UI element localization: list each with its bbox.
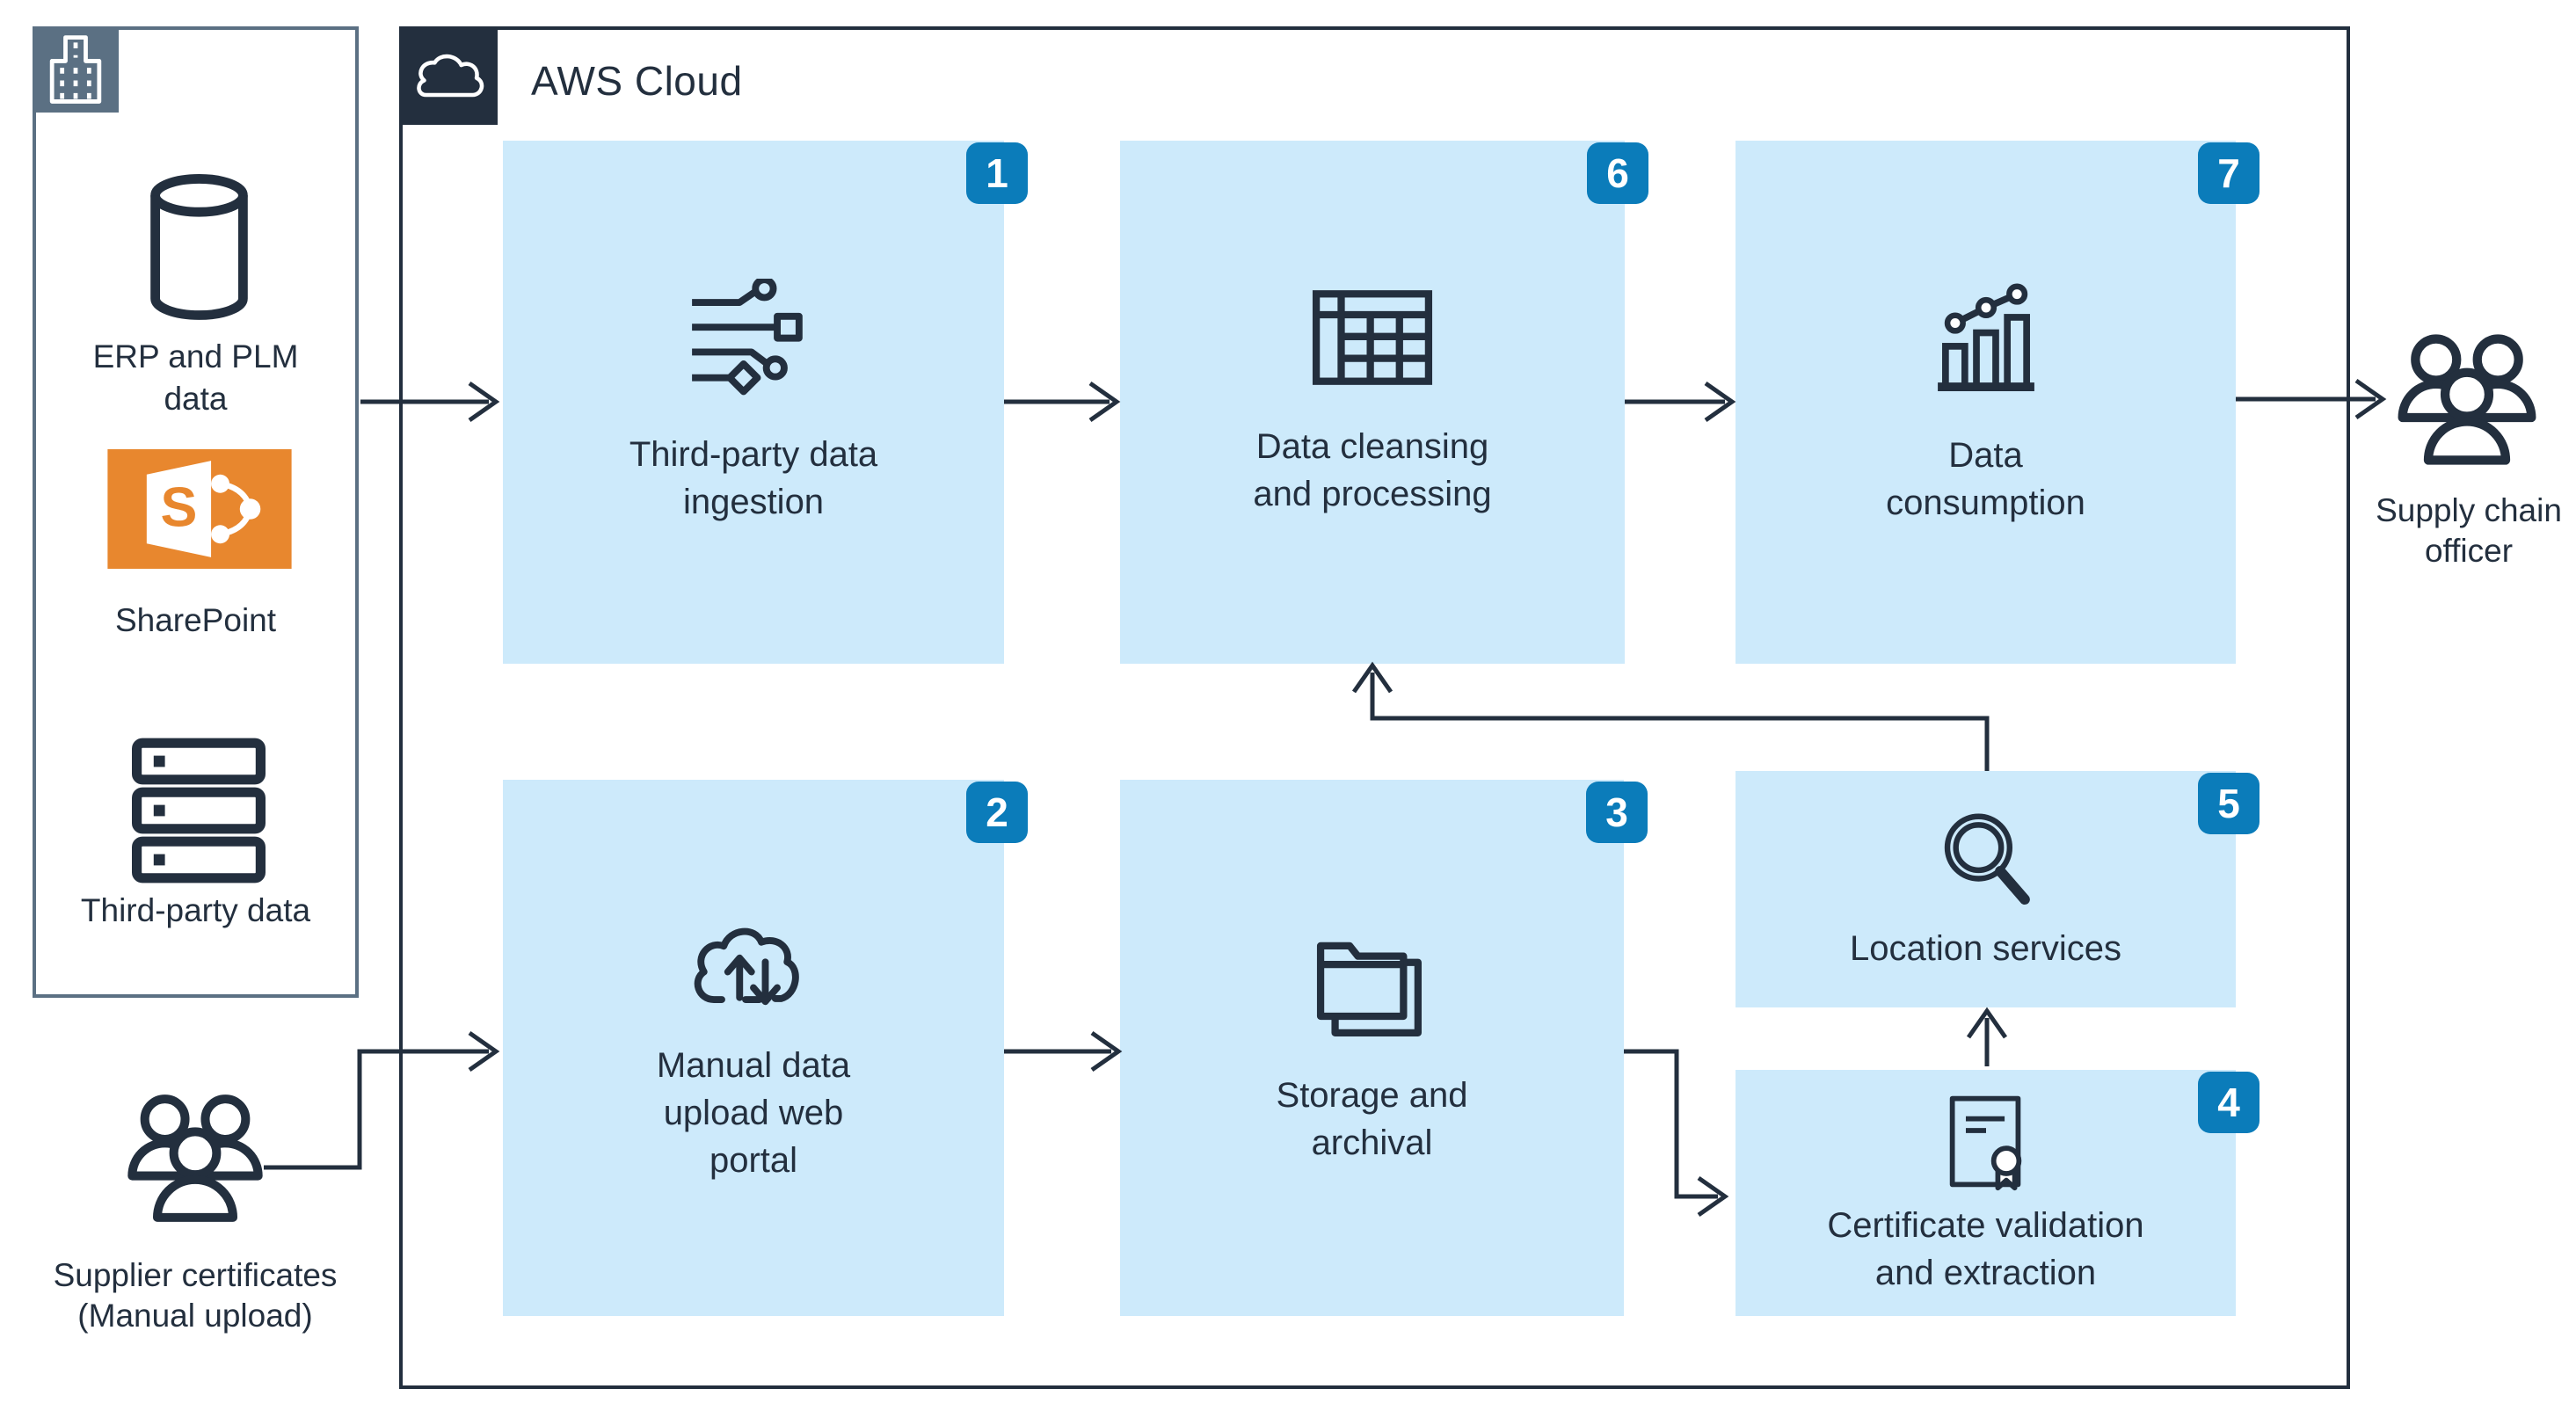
table-icon: [1312, 289, 1433, 385]
aws-cloud-corner: [399, 26, 498, 125]
cloud-icon: [417, 54, 484, 98]
box-label: Storage and archival: [1276, 1076, 1468, 1162]
box-data-consumption: 7 Data consumption: [1736, 141, 2259, 664]
box-label: Certificate validation and extraction: [1827, 1205, 2144, 1292]
users-icon: [2398, 334, 2536, 465]
sharepoint-letter: S: [161, 477, 198, 539]
aws-cloud-title: AWS Cloud: [531, 58, 743, 104]
bar-chart-icon: [1937, 282, 2034, 391]
sharepoint-label: SharePoint: [114, 602, 277, 638]
box-manual-data-upload-web-portal: 2 Manual data upload web portal: [503, 780, 1028, 1316]
third-party-data-label: Third-party data: [80, 892, 311, 928]
step-badge: 6: [1587, 142, 1648, 204]
erp-plm-label: ERP and PLM data: [92, 338, 299, 417]
box-data-cleansing-and-processing: 6 Data cleansing and processing: [1120, 141, 1648, 664]
step-badge: 3: [1586, 782, 1648, 843]
arrowhead: [2354, 378, 2387, 420]
box-label: Data cleansing and processing: [1253, 426, 1492, 513]
aws-cloud-container: AWS Cloud: [399, 26, 2350, 1389]
step-badge: 1: [966, 142, 1028, 204]
supplier-certificates-label: Supplier certificates (Manual upload): [53, 1257, 338, 1334]
users-icon: [127, 1094, 263, 1222]
step-badge: 4: [2198, 1072, 2259, 1133]
step-badge: 5: [2198, 773, 2259, 834]
data-ingestion-icon: [692, 279, 803, 396]
cloud-upload-icon: [694, 927, 799, 1005]
step-badge: 2: [966, 782, 1028, 843]
database-icon: [150, 174, 248, 320]
certificate-icon: [1949, 1095, 2021, 1190]
box-label: Manual data upload web portal: [656, 1045, 851, 1180]
box-certificate-validation-and-extraction: 4 Certificate validation and extraction: [1736, 1070, 2259, 1316]
corporate-datacenter-corner: [33, 26, 119, 113]
sharepoint-icon: S: [107, 449, 292, 569]
box-label: Location services: [1849, 928, 2122, 968]
box-storage-and-archival: 3 Storage and archival: [1120, 780, 1648, 1316]
box-location-services: 5 Location services: [1736, 771, 2259, 1007]
box-third-party-data-ingestion: 1 Third-party data ingestion: [503, 141, 1028, 664]
magnifier-icon: [1944, 813, 2030, 905]
folders-icon: [1316, 942, 1422, 1036]
supply-chain-officer-label: Supply chain officer: [2376, 492, 2562, 569]
box-label: Third-party data ingestion: [629, 435, 878, 521]
server-stack-icon: [132, 738, 266, 884]
corporate-sources-panel: ERP and PLM data S SharePoint: [33, 26, 359, 998]
building-icon: [49, 35, 102, 104]
box-label: Data consumption: [1886, 435, 2085, 522]
step-badge: 7: [2198, 142, 2259, 204]
